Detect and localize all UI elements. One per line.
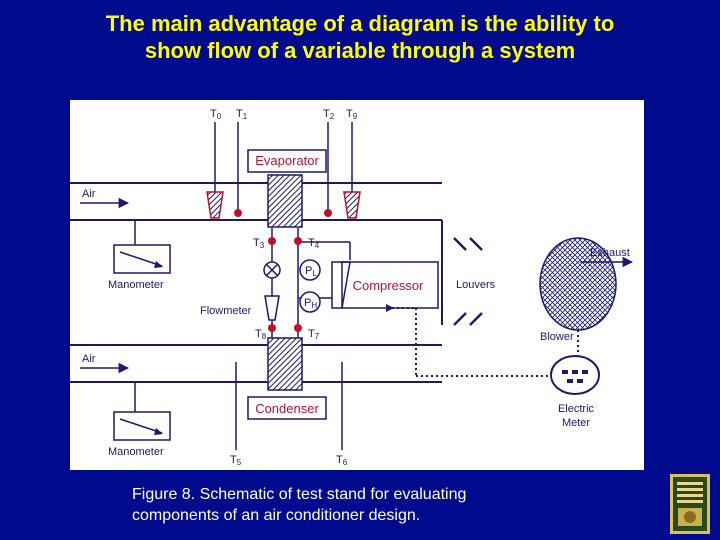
electric-meter [550,355,600,395]
evaporator-label: Evaporator [255,153,319,168]
exhaust-label: Exhaust [590,247,630,259]
gauge-pl [299,259,321,281]
label-t0: T0 [210,108,222,121]
electric-label: Electric [558,403,595,415]
schematic-svg: Evaporator Condenser Air Air T0 T1 T2 T9 [70,108,634,467]
probe-sensor-t1 [234,209,242,217]
label-t6: T6 [336,454,348,467]
title-line-2: show flow of a variable through a system [144,38,576,63]
air-label-bottom: Air [82,353,96,365]
gauge-ph [299,291,321,313]
manometer-bottom [113,382,171,441]
probe-bulb-t9 [343,191,361,219]
schematic-diagram: Evaporator Condenser Air Air T0 T1 T2 T9 [70,100,644,470]
top-duct [70,182,443,383]
condenser-coil [267,337,303,391]
evaporator-coil [267,174,303,228]
sensor-t7 [294,324,302,332]
caption-line-2: components of an air conditioner design. [132,507,421,524]
label-t2: T2 [323,108,335,121]
flowmeter-icon [264,295,280,321]
label-t8: T8 [255,328,267,341]
compressor-label: Compressor [353,278,424,293]
evaporator-box [247,149,327,173]
flowmeter-label: Flowmeter [200,305,252,317]
louvers-label: Louvers [456,279,496,291]
slide-title: The main advantage of a diagram is the a… [0,10,720,64]
label-t7: T7 [308,328,320,341]
caption-line-1: Figure 8. Schematic of test stand for ev… [132,486,467,503]
blower-label: Blower [540,331,574,343]
label-t4: T4 [308,237,320,250]
probe-bulb-t0 [206,191,224,219]
label-t3: T3 [253,237,265,250]
label-t9: T9 [346,108,358,121]
meter-label: Meter [562,417,590,429]
label-pl: PL [305,265,317,278]
compressor-body [331,261,351,309]
manometer-top [113,220,171,274]
label-t1: T1 [236,108,248,121]
sensor-t3 [268,237,276,245]
temperature-probes-bottom [235,362,343,450]
valve-cross [265,263,279,277]
label-t5: T5 [230,454,242,467]
signal-arrow-head [386,304,394,312]
probe-sensor-t2 [324,209,332,217]
book-cover-thumbnail [670,474,710,534]
manometer-bottom-label: Manometer [108,446,164,458]
manometer-top-label: Manometer [108,279,164,291]
air-label-top: Air [82,188,96,200]
sensor-t8 [268,324,276,332]
condenser-box [247,396,327,420]
louvers [453,237,483,326]
sensor-t4 [294,237,302,245]
label-ph: PH [304,297,317,310]
temperature-probes-top [214,122,353,212]
figure-caption: Figure 8. Schematic of test stand for ev… [132,484,612,526]
condenser-label: Condenser [255,401,319,416]
title-line-1: The main advantage of a diagram is the a… [105,11,615,36]
